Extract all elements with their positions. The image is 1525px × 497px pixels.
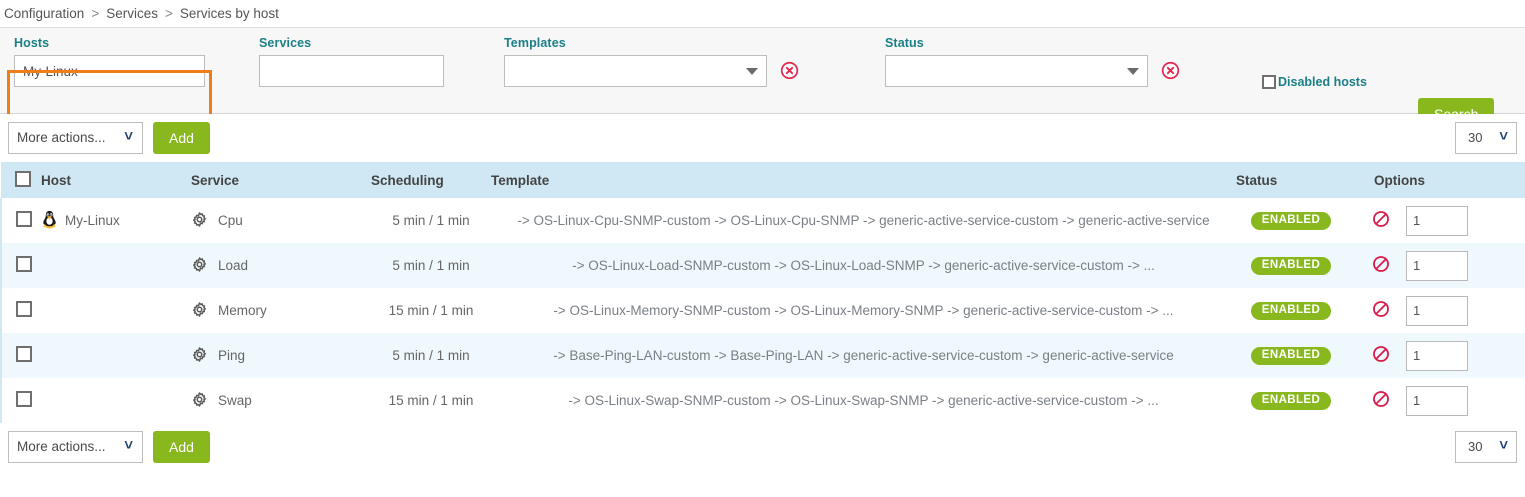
deny-icon[interactable] [1372,390,1390,411]
breadcrumb-separator: > [91,6,100,21]
option-quantity-input[interactable] [1406,295,1468,326]
scheduling-value: 5 min / 1 min [392,348,470,363]
service-name[interactable]: Memory [218,303,267,318]
more-actions-value-top[interactable]: More actions... [8,122,143,154]
option-quantity-input[interactable] [1406,340,1468,371]
more-actions-value-bottom[interactable]: More actions... [8,431,143,463]
gear-icon [191,256,208,276]
tux-linux-icon [41,210,58,232]
template-chain: -> OS-Linux-Load-SNMP-custom -> OS-Linux… [572,258,1155,273]
option-quantity-input[interactable] [1406,385,1468,416]
service-name[interactable]: Swap [218,393,252,408]
status-filter-field: Status [885,36,1180,87]
deny-icon[interactable] [1372,255,1390,276]
status-badge: ENABLED [1250,256,1332,276]
status-badge: ENABLED [1250,391,1332,411]
status-label: Status [885,36,924,50]
column-header-scheduling[interactable]: Scheduling [371,162,491,198]
status-badge: ENABLED [1250,346,1332,366]
status-select-value[interactable] [885,55,1148,87]
services-input[interactable] [259,55,444,87]
status-select[interactable] [885,55,1148,87]
breadcrumb-item-services[interactable]: Services [106,6,158,21]
templates-filter-field: Templates [504,36,799,87]
disabled-hosts-label: Disabled hosts [1278,75,1367,89]
more-actions-select-top[interactable]: More actions... ˅ [8,122,143,154]
table-header-row: Host Service Scheduling Template Status … [1,162,1525,198]
hosts-filter-field: Hosts [14,36,205,87]
toolbar-top: More actions... ˅ Add 30 ˅ [0,114,1525,162]
option-quantity-input[interactable] [1406,250,1468,281]
toolbar-bottom: More actions... ˅ Add 30 ˅ [0,423,1525,471]
page-size-value-top[interactable]: 30 [1455,122,1517,154]
service-name[interactable]: Ping [218,348,246,363]
add-button-bottom[interactable]: Add [153,431,210,463]
services-filter-field: Services [259,36,444,87]
option-quantity-input[interactable] [1406,205,1468,236]
template-chain: -> Base-Ping-LAN-custom -> Base-Ping-LAN… [553,348,1174,363]
gear-icon [191,301,208,321]
host-name[interactable]: My-Linux [65,213,120,228]
breadcrumb: Configuration > Services > Services by h… [0,0,1525,28]
row-checkbox[interactable] [16,391,32,410]
breadcrumb-item-services-by-host[interactable]: Services by host [179,6,279,21]
more-actions-select-bottom[interactable]: More actions... ˅ [8,431,143,463]
table-row: My-Linux Cpu 5 min / 1 min -> OS-Linux-Cpu-… [0,198,1525,243]
table-row: Load 5 min / 1 min -> OS-Linux-Load-SNMP-c… [0,243,1525,288]
page-size-value-bottom[interactable]: 30 [1455,431,1517,463]
deny-icon[interactable] [1372,210,1390,231]
add-button-top[interactable]: Add [153,122,210,154]
gear-icon [191,391,208,411]
row-checkbox[interactable] [16,301,32,320]
deny-icon[interactable] [1372,345,1390,366]
deny-icon[interactable] [1372,300,1390,321]
page-size-select-bottom[interactable]: 30 ˅ [1455,431,1517,463]
gear-icon [191,211,208,231]
scheduling-value: 5 min / 1 min [392,258,470,273]
filter-bar: Hosts Services Templates Status [0,28,1525,143]
templates-clear-icon[interactable] [780,61,799,80]
template-chain: -> OS-Linux-Memory-SNMP-custom -> OS-Lin… [553,303,1174,318]
services-label: Services [259,36,312,50]
scheduling-value: 5 min / 1 min [392,213,470,228]
table-row: Memory 15 min / 1 min -> OS-Linux-Memory-S… [0,288,1525,333]
column-header-host[interactable]: Host [41,162,191,198]
templates-select[interactable] [504,55,767,87]
hosts-label: Hosts [14,36,50,50]
column-header-status[interactable]: Status [1236,162,1346,198]
row-checkbox[interactable] [16,211,32,230]
breadcrumb-separator: > [164,6,173,21]
gear-icon [191,346,208,366]
table-row: Swap 15 min / 1 min -> OS-Linux-Swap-SNMP-… [0,378,1525,423]
templates-label: Templates [504,36,566,50]
select-all-checkbox[interactable] [15,170,31,190]
column-header-template[interactable]: Template [491,162,1236,198]
row-checkbox[interactable] [16,346,32,365]
table-header: Host Service Scheduling Template Status … [1,162,1525,198]
select-all-header [1,162,41,198]
breadcrumb-item-configuration[interactable]: Configuration [4,6,85,21]
template-chain: -> OS-Linux-Swap-SNMP-custom -> OS-Linux… [568,393,1159,408]
table-row: Ping 5 min / 1 min -> Base-Ping-LAN-custom… [0,333,1525,378]
column-header-service[interactable]: Service [191,162,371,198]
service-name[interactable]: Load [218,258,249,273]
table-body: My-Linux Cpu 5 min / 1 min -> OS-Linux-Cpu-… [0,198,1525,423]
disabled-hosts-checkbox-row[interactable]: Disabled hosts [1262,75,1367,89]
services-table: Host Service Scheduling Template Status … [0,162,1525,423]
status-badge: ENABLED [1250,301,1332,321]
template-chain: -> OS-Linux-Cpu-SNMP-custom -> OS-Linux-… [517,213,1210,228]
scheduling-value: 15 min / 1 min [388,393,474,408]
hosts-input[interactable] [14,55,205,87]
status-clear-icon[interactable] [1161,61,1180,80]
row-checkbox[interactable] [16,256,32,275]
scheduling-value: 15 min / 1 min [388,303,474,318]
service-name[interactable]: Cpu [218,213,243,228]
templates-select-value[interactable] [504,55,767,87]
status-badge: ENABLED [1250,211,1332,231]
column-header-options: Options [1346,162,1525,198]
page-size-select-top[interactable]: 30 ˅ [1455,122,1517,154]
disabled-hosts-checkbox[interactable] [1262,75,1276,89]
